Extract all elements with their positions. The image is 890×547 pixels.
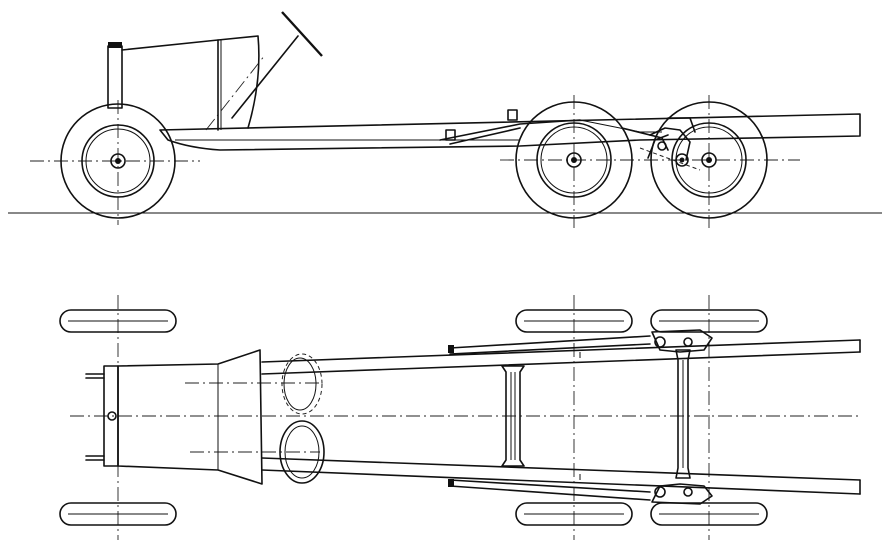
tank-ovals-plan bbox=[279, 353, 325, 484]
front-wheel-side bbox=[60, 103, 176, 219]
radius-rods-plan bbox=[448, 335, 651, 501]
bonnet-side bbox=[107, 35, 260, 131]
rear-bogie-side bbox=[639, 117, 701, 171]
cross-member-plan bbox=[501, 365, 525, 467]
bonnet-plan bbox=[117, 349, 263, 485]
rear-wheel-2-side bbox=[650, 101, 768, 219]
side-elevation-view bbox=[8, 11, 882, 228]
side-centerlines bbox=[30, 54, 800, 228]
steering-wheel-side bbox=[231, 11, 323, 119]
rear-tires-plan bbox=[515, 309, 768, 526]
frame-rails-plan bbox=[261, 339, 861, 495]
frame-rail-side bbox=[159, 109, 861, 151]
bogie-brackets-plan bbox=[651, 329, 713, 505]
front-tires-plan bbox=[59, 309, 177, 526]
plan-view bbox=[59, 295, 861, 540]
rear-axle-plan bbox=[675, 349, 691, 479]
rear-wheel-1-side bbox=[515, 101, 633, 219]
